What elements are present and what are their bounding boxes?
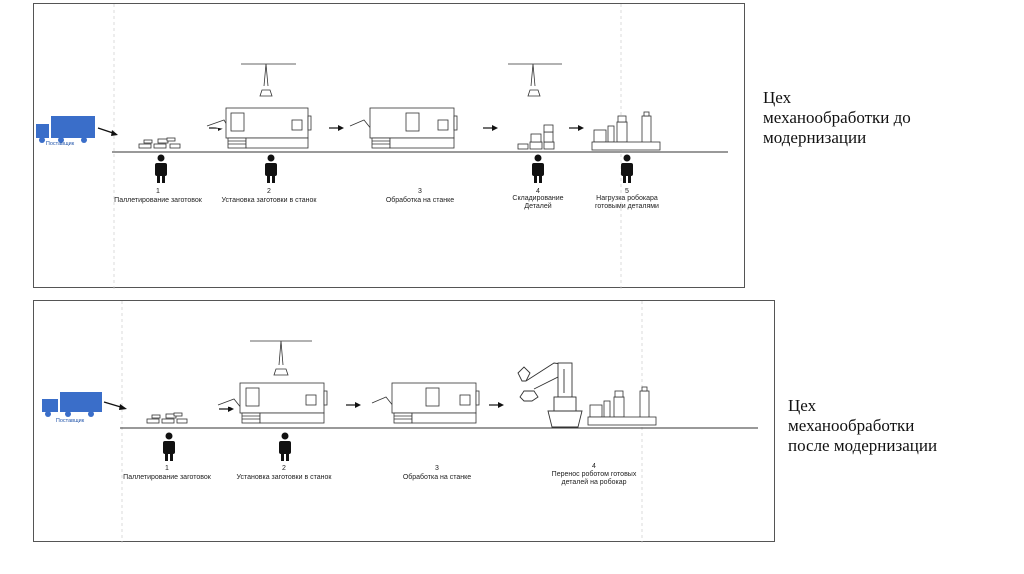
worker-icon: [279, 432, 291, 461]
step-number: 2: [282, 465, 286, 472]
crane-icon: [250, 340, 312, 376]
arrow-icon: [97, 127, 118, 136]
arrow-icon: [569, 125, 584, 131]
diagram-before-modernization: Поставщик 1 Паллетирование заготовок 2 У…: [33, 3, 745, 289]
arrow-icon: [346, 402, 361, 408]
step-label: Обработка на станке: [402, 474, 472, 481]
step-number: 4: [536, 188, 540, 195]
process-scheme-before: [36, 4, 728, 289]
truck-icon: [36, 116, 95, 143]
step-label: Паллетирование заготовок: [114, 197, 202, 204]
step-number: 1: [156, 188, 160, 195]
step-number: 4: [592, 463, 596, 470]
truck-icon: [42, 392, 102, 417]
crane-icon: [508, 63, 562, 97]
robocar-icon: [587, 386, 657, 426]
worker-icons: [163, 432, 291, 461]
cnc-machine-icon: [206, 107, 312, 149]
step-label: Складирование Деталей: [512, 195, 564, 210]
robot-arm-icon: [517, 362, 583, 428]
supplier-label: Поставщик: [55, 418, 85, 424]
step-label: Обработка на станке: [385, 197, 455, 204]
step-number: 1: [165, 465, 169, 472]
parts-storage-icon: [517, 124, 555, 150]
robocar-icon: [591, 111, 661, 151]
step-label: Перенос роботом готовых деталей на робок…: [551, 471, 637, 486]
caption-after-modernization: Цех механообработки после модернизации: [788, 396, 938, 455]
arrow-icon: [489, 402, 504, 408]
cnc-machine-icon: [349, 107, 458, 149]
cnc-machine-icon: [371, 382, 480, 424]
step-label: Нагрузка робокара готовыми деталями: [595, 195, 659, 210]
step-number: 2: [267, 188, 271, 195]
crane-icon: [241, 63, 296, 97]
arrow-icon: [483, 125, 498, 131]
cnc-machine-icon: [217, 382, 328, 424]
worker-icon: [163, 432, 175, 461]
step-label: Паллетирование заготовок: [123, 474, 211, 481]
arrow-icon: [103, 401, 127, 410]
pallets-icon: [138, 137, 181, 149]
worker-icons: [155, 154, 633, 183]
step-label: Установка заготовки в станок: [221, 197, 317, 204]
pallets-icon: [146, 412, 188, 424]
step-number: 5: [625, 188, 629, 195]
worker-icon: [155, 154, 167, 183]
arrow-icon: [219, 406, 234, 412]
worker-icon: [621, 154, 633, 183]
worker-icon: [532, 154, 544, 183]
arrow-icon: [329, 125, 344, 131]
process-scheme-after: [42, 301, 758, 543]
caption-before-modernization: Цех механообработки до модернизации: [763, 88, 911, 147]
step-label: Установка заготовки в станок: [236, 474, 332, 481]
step-number: 3: [418, 188, 422, 195]
worker-icon: [265, 154, 277, 183]
supplier-label: Поставщик: [45, 141, 75, 147]
step-number: 3: [435, 465, 439, 472]
diagram-after-modernization: Поставщик 1 Паллетирование заготовок 2 У…: [33, 300, 775, 543]
